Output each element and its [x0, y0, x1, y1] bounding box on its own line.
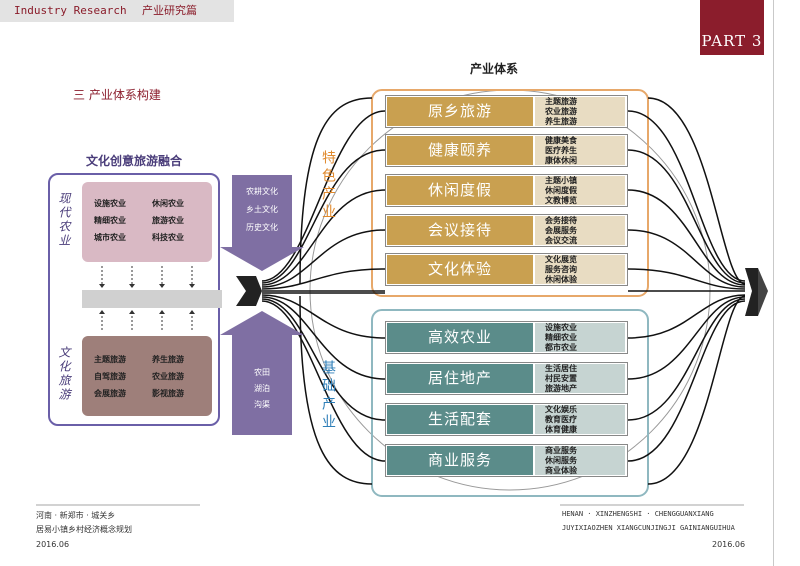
- tourism-item: 农业旅游: [152, 372, 184, 381]
- agri-item: 科技农业: [152, 233, 184, 242]
- row-name: 商业服务: [387, 446, 533, 475]
- right-divider: [773, 0, 774, 566]
- culture-item: 农耕文化: [232, 183, 292, 201]
- basic-row: 居住地产 生活居住村民安置旅游地产: [385, 362, 628, 395]
- basic-row: 高效农业 设施农业精细农业都市农业: [385, 321, 628, 354]
- row-name: 居住地产: [387, 364, 533, 393]
- row-subs: 文化娱乐教育医疗体育健康: [535, 405, 625, 434]
- cultural-tourism-box: 主题旅游 养生旅游 自驾旅游 农业旅游 会展旅游 影视旅游: [82, 336, 212, 416]
- row-subs: 主题旅游农业旅游养生旅游: [535, 97, 625, 126]
- basic-row: 生活配套 文化娱乐教育医疗体育健康: [385, 403, 628, 436]
- row-subs: 商业服务休闲服务商业体验: [535, 446, 625, 475]
- tourism-item: 自驾旅游: [94, 372, 126, 381]
- row-name: 生活配套: [387, 405, 533, 434]
- landscape-item: 农田: [232, 364, 292, 382]
- modern-agriculture-label: 现代农业: [57, 192, 71, 248]
- footer-date-right: 2016.06: [712, 540, 746, 549]
- agri-item: 旅游农业: [152, 216, 184, 225]
- left-panel-title: 文化创意旅游融合: [85, 154, 182, 168]
- landscape-item: 湖泊: [232, 380, 292, 398]
- section-title: 三 产业体系构建: [73, 88, 161, 102]
- middle-bar: [82, 290, 222, 308]
- footer-location: 河南 · 新郑市 · 城关乡: [36, 511, 116, 520]
- row-name: 原乡旅游: [387, 97, 533, 126]
- row-subs: 文化展览服务咨询休闲体验: [535, 255, 625, 284]
- agri-item: 精细农业: [94, 216, 126, 225]
- tourism-item: 会展旅游: [94, 389, 126, 398]
- row-subs: 生活居住村民安置旅游地产: [535, 364, 625, 393]
- part-badge: PART 3: [700, 0, 764, 55]
- row-name: 休闲度假: [387, 176, 533, 205]
- special-row: 健康颐养 健康美食医疗养生康体休闲: [385, 134, 628, 167]
- row-subs: 主题小镇休闲度假文教博览: [535, 176, 625, 205]
- cultural-tourism-label: 文化旅游: [57, 346, 71, 402]
- tourism-item: 养生旅游: [152, 355, 184, 364]
- modern-agriculture-box: 设施农业 休闲农业 精细农业 旅游农业 城市农业 科技农业: [82, 182, 212, 262]
- header-en: Industry Research: [14, 4, 127, 17]
- agri-item: 城市农业: [94, 233, 126, 242]
- basic-row: 商业服务 商业服务休闲服务商业体验: [385, 444, 628, 477]
- tourism-item: 影视旅游: [152, 389, 184, 398]
- footer-project: 居易小镇乡村经济概念规划: [36, 525, 132, 534]
- row-name: 健康颐养: [387, 136, 533, 165]
- agri-item: 休闲农业: [152, 199, 184, 208]
- tourism-item: 主题旅游: [94, 355, 126, 364]
- header-cn: 产业研究篇: [142, 4, 197, 17]
- culture-item: 历史文化: [232, 219, 292, 237]
- row-name: 会议接待: [387, 216, 533, 245]
- agri-item: 设施农业: [94, 199, 126, 208]
- row-name: 高效农业: [387, 323, 533, 352]
- footer-project-en: JUYIXIAOZHEN XIANGCUNJINGJI GAINIANGUIHU…: [562, 524, 735, 532]
- special-row: 文化体验 文化展览服务咨询休闲体验: [385, 253, 628, 286]
- special-row: 原乡旅游 主题旅游农业旅游养生旅游: [385, 95, 628, 128]
- row-subs: 健康美食医疗养生康体休闲: [535, 136, 625, 165]
- header-bar: Industry Research 产业研究篇: [0, 0, 234, 22]
- row-name: 文化体验: [387, 255, 533, 284]
- industry-system-title: 产业体系: [470, 62, 519, 76]
- landscape-item: 沟渠: [232, 396, 292, 414]
- culture-item: 乡土文化: [232, 201, 292, 219]
- special-industry-label: 特色产业: [320, 150, 336, 222]
- special-row: 会议接待 会务接待会展服务会议交流: [385, 214, 628, 247]
- row-subs: 会务接待会展服务会议交流: [535, 216, 625, 245]
- footer-location-en: HENAN · XINZHENGSHI · CHENGGUANXIANG: [562, 510, 714, 518]
- row-subs: 设施农业精细农业都市农业: [535, 323, 625, 352]
- footer-date-left: 2016.06: [36, 540, 70, 549]
- special-row: 休闲度假 主题小镇休闲度假文教博览: [385, 174, 628, 207]
- basic-industry-label: 基础产业: [320, 360, 336, 432]
